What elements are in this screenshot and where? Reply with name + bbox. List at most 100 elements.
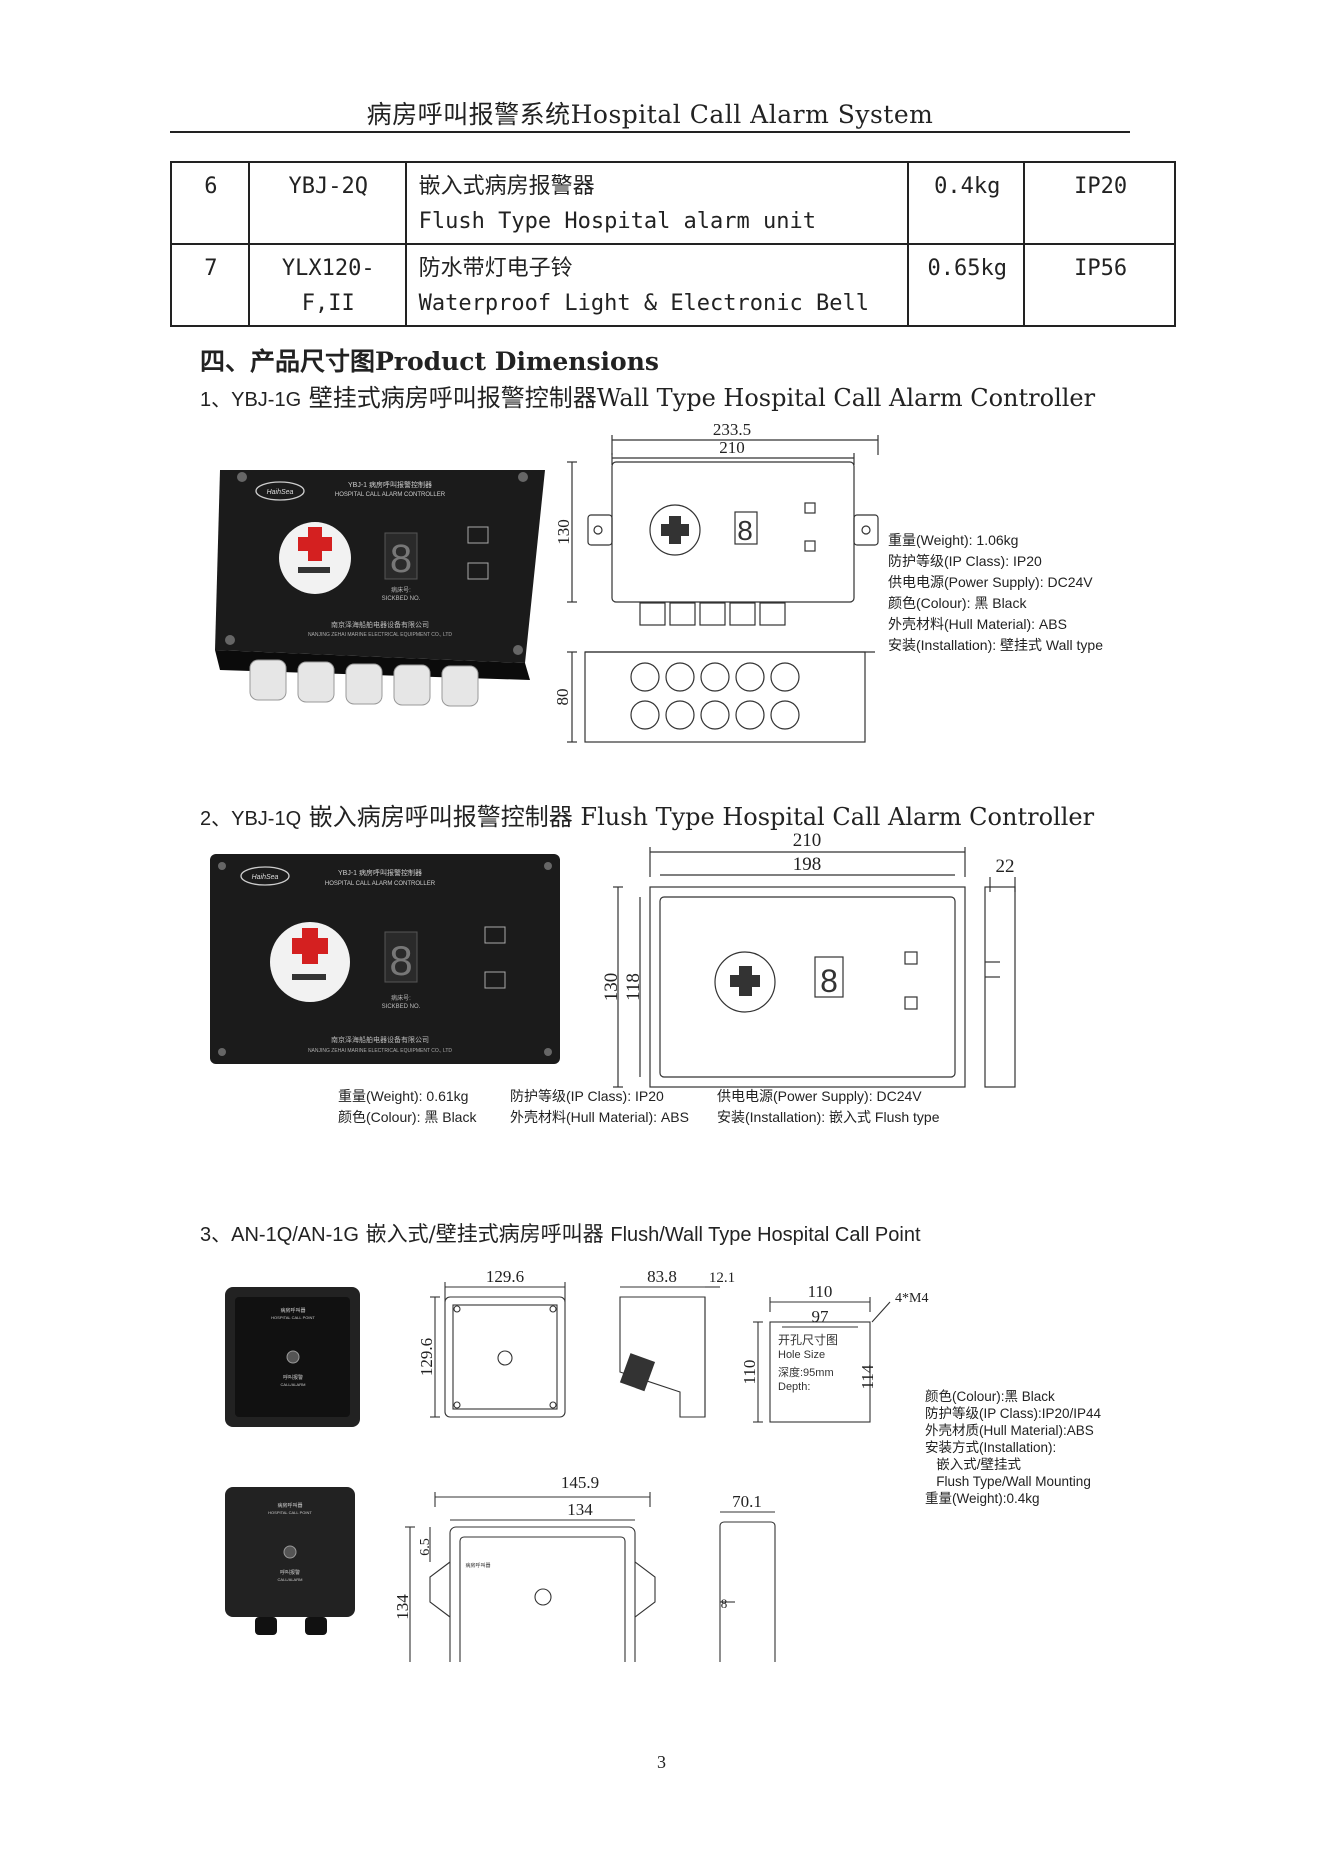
item3-dim-side-d: 83.8 bbox=[647, 1267, 677, 1286]
item3-title: 3、AN-1Q/AN-1G 嵌入式/壁挂式病房呼叫器 Flush/Wall Ty… bbox=[200, 1218, 921, 1248]
item1-photo-sickbed-cn: 病床号: bbox=[391, 586, 411, 594]
item3-dim-hole-h: 110 bbox=[740, 1360, 759, 1385]
item2-specs-col1: 重量(Weight): 0.61kg 颜色(Colour): 黑 Black bbox=[338, 1086, 476, 1128]
item1-photo-digit: 8 bbox=[390, 537, 412, 581]
name-cn: 嵌入式病房报警器 bbox=[418, 174, 595, 199]
cell-no: 6 bbox=[170, 161, 250, 245]
item1-photo: HaihSea YBJ-1 病房呼叫报警控制器 HOSPITAL CALL AL… bbox=[215, 470, 545, 707]
item2-spec: 外壳材料(Hull Material): ABS bbox=[510, 1109, 689, 1125]
item1-photo-sickbed-en: SICKBED NO. bbox=[382, 596, 421, 602]
item3-spec: 安装方式(Installation): bbox=[925, 1440, 1057, 1455]
cell-model: YBJ-2Q bbox=[247, 161, 407, 245]
cell-ip: IP20 bbox=[1023, 161, 1176, 245]
product-table: 6 YBJ-2Q 嵌入式病房报警器 Flush Type Hospital ala… bbox=[170, 161, 1176, 327]
cell-no: 7 bbox=[170, 243, 250, 327]
item1-title-text: 壁挂式病房呼叫报警控制器Wall Type Hospital Call Alar… bbox=[301, 384, 1096, 412]
table-row: 7 YLX120-F,II 防水带灯电子铃 Waterproof Light & … bbox=[170, 243, 1176, 327]
item3-photo-wall: 病房呼叫器 HOSPITAL CALL POINT 呼叫报警 CALL/ALAR… bbox=[225, 1487, 355, 1635]
item3-drawing-device-cn: 病房呼叫器 bbox=[465, 1562, 490, 1569]
item1-photo-brand: HaihSea bbox=[267, 489, 294, 496]
item1-title: 1、YBJ-1G 壁挂式病房呼叫报警控制器Wall Type Hospital … bbox=[200, 378, 1095, 413]
item2-photo-brand: HaihSea bbox=[252, 874, 279, 881]
cell-weight: 0.65kg bbox=[907, 243, 1026, 327]
item1-prefix: 1、YBJ-1G bbox=[200, 389, 302, 411]
item1-drawing-digit: 8 bbox=[737, 515, 753, 546]
item3-dim-hole-outer: 110 bbox=[808, 1282, 833, 1301]
item3-flush-device-en: HOSPITAL CALL POINT bbox=[271, 1315, 315, 1320]
item3-title-cn: 嵌入式/壁挂式病房呼叫器 bbox=[358, 1222, 611, 1246]
item3-dim-side-t: 12.1 bbox=[709, 1270, 735, 1286]
page-number: 3 bbox=[657, 1752, 666, 1772]
item3-dim-screws: 4*M4 bbox=[895, 1291, 928, 1306]
item2-specs-col2: 防护等级(IP Class): IP20 外壳材料(Hull Material)… bbox=[510, 1086, 689, 1128]
item3-spec: Flush Type/Wall Mounting bbox=[925, 1474, 1091, 1489]
item2-photo-sickbed-cn: 病床号: bbox=[391, 994, 411, 1002]
item1-specs: 重量(Weight): 1.06kg 防护等级(IP Class): IP20 … bbox=[888, 530, 1103, 656]
item1-dim-inner: 210 bbox=[719, 438, 745, 457]
item3-dim-front-h: 129.6 bbox=[417, 1338, 436, 1376]
item1-photo-panel-en: HOSPITAL CALL ALARM CONTROLLER bbox=[335, 492, 446, 498]
item1-spec: 重量(Weight): 1.06kg bbox=[888, 532, 1019, 548]
item3-wall-device-en: HOSPITAL CALL POINT bbox=[268, 1510, 312, 1515]
item3-photo-flush: 病房呼叫器 HOSPITAL CALL POINT 呼叫报警 CALL/ALAR… bbox=[225, 1287, 360, 1427]
name-en: Flush Type Hospital alarm unit bbox=[418, 209, 817, 234]
item2-drawing bbox=[613, 847, 1016, 1088]
header-rule bbox=[170, 131, 1130, 133]
cell-model: YLX120-F,II bbox=[247, 243, 407, 327]
item3-spec: 嵌入式/壁挂式 bbox=[925, 1457, 1022, 1472]
item2-spec: 防护等级(IP Class): IP20 bbox=[510, 1088, 664, 1104]
item2-title-text: 嵌入病房呼叫报警控制器 Flush Type Hospital Call Ala… bbox=[301, 803, 1095, 831]
item2-photo-digit: 8 bbox=[389, 937, 412, 984]
item3-spec: 颜色(Colour):黑 Black bbox=[925, 1389, 1055, 1404]
item1-dim-height: 130 bbox=[554, 519, 573, 545]
item2-figure: HaihSea YBJ-1 病房呼叫报警控制器 HOSPITAL CALL AL… bbox=[210, 832, 1016, 1088]
item3-spec: 防护等级(IP Class):IP20/IP44 bbox=[925, 1406, 1102, 1421]
cell-ip: IP56 bbox=[1023, 243, 1176, 327]
item1-photo-panel-cn: YBJ-1 病房呼叫报警控制器 bbox=[348, 480, 432, 489]
item3-spec: 重量(Weight):0.4kg bbox=[925, 1491, 1040, 1506]
item2-spec: 安装(Installation): 嵌入式 Flush type bbox=[717, 1109, 940, 1125]
item2-photo-sickbed-en: SICKBED NO. bbox=[382, 1004, 421, 1010]
item3-hole-depth-en: Depth: bbox=[778, 1381, 810, 1393]
item2-title: 2、YBJ-1Q 嵌入病房呼叫报警控制器 Flush Type Hospital… bbox=[200, 797, 1094, 832]
section-title: 四、产品尺寸图Product Dimensions bbox=[200, 347, 659, 376]
item3-dim-wall-d: 70.1 bbox=[732, 1492, 762, 1511]
item3-hole-label-cn: 开孔尺寸图 bbox=[778, 1333, 838, 1347]
item3-prefix: 3、AN-1Q/AN-1G bbox=[200, 1224, 359, 1246]
item3-hole-label-en: Hole Size bbox=[778, 1349, 825, 1361]
item2-drawing-digit: 8 bbox=[820, 963, 838, 999]
item2-spec: 供电电源(Power Supply): DC24V bbox=[717, 1088, 922, 1104]
item2-dim-inner: 198 bbox=[793, 854, 822, 875]
item2-dim-height: 130 bbox=[601, 973, 622, 1002]
item2-dim-depth: 22 bbox=[996, 856, 1015, 877]
item3-dim-wall-outer: 145.9 bbox=[561, 1473, 599, 1492]
item1-dim-outer: 233.5 bbox=[713, 420, 751, 439]
item2-spec: 重量(Weight): 0.61kg bbox=[338, 1088, 469, 1104]
name-en: Waterproof Light & Electronic Bell bbox=[418, 291, 869, 316]
cell-name: 嵌入式病房报警器 Flush Type Hospital alarm unit bbox=[404, 161, 910, 245]
item1-dim-depth: 80 bbox=[553, 689, 572, 706]
name-cn: 防水带灯电子铃 bbox=[418, 256, 573, 281]
item1-figure: HaihSea YBJ-1 病房呼叫报警控制器 HOSPITAL CALL AL… bbox=[215, 420, 879, 743]
item3-flush-call-en: CALL/ALARM bbox=[281, 1382, 306, 1387]
item3-wall-call-cn: 呼叫报警 bbox=[280, 1569, 300, 1576]
item2-photo: HaihSea YBJ-1 病房呼叫报警控制器 HOSPITAL CALL AL… bbox=[210, 854, 560, 1064]
item2-photo-panel-cn: YBJ-1 病房呼叫报警控制器 bbox=[338, 868, 422, 877]
item2-photo-company-en: NANJING ZEHAI MARINE ELECTRICAL EQUIPMEN… bbox=[308, 1048, 452, 1054]
cell-name: 防水带灯电子铃 Waterproof Light & Electronic Bel… bbox=[404, 243, 910, 327]
item2-photo-company-cn: 南京泽海船舶电器设备有限公司 bbox=[331, 1035, 429, 1044]
item1-spec: 防护等级(IP Class): IP20 bbox=[888, 553, 1042, 569]
item2-dim-height-inner: 118 bbox=[623, 973, 644, 1001]
item1-spec: 供电电源(Power Supply): DC24V bbox=[888, 574, 1093, 590]
item3-flush-device-cn: 病房呼叫器 bbox=[280, 1307, 305, 1314]
item1-photo-company-en: NANJING ZEHAI MARINE ELECTRICAL EQUIPMEN… bbox=[308, 632, 452, 638]
item3-dim-front-w: 129.6 bbox=[486, 1267, 524, 1286]
item3-specs: 颜色(Colour):黑 Black 防护等级(IP Class):IP20/I… bbox=[925, 1388, 1101, 1507]
item3-dim-hole-inner: 97 bbox=[812, 1307, 830, 1326]
item2-photo-panel-en: HOSPITAL CALL ALARM CONTROLLER bbox=[325, 881, 436, 887]
item2-dim-outer: 210 bbox=[793, 832, 822, 851]
table-row: 6 YBJ-2Q 嵌入式病房报警器 Flush Type Hospital ala… bbox=[170, 161, 1176, 245]
item2-specs-col3: 供电电源(Power Supply): DC24V 安装(Installatio… bbox=[717, 1086, 940, 1128]
page-header: 病房呼叫报警系统Hospital Call Alarm System bbox=[366, 100, 934, 129]
item2-prefix: 2、YBJ-1Q bbox=[200, 808, 302, 830]
